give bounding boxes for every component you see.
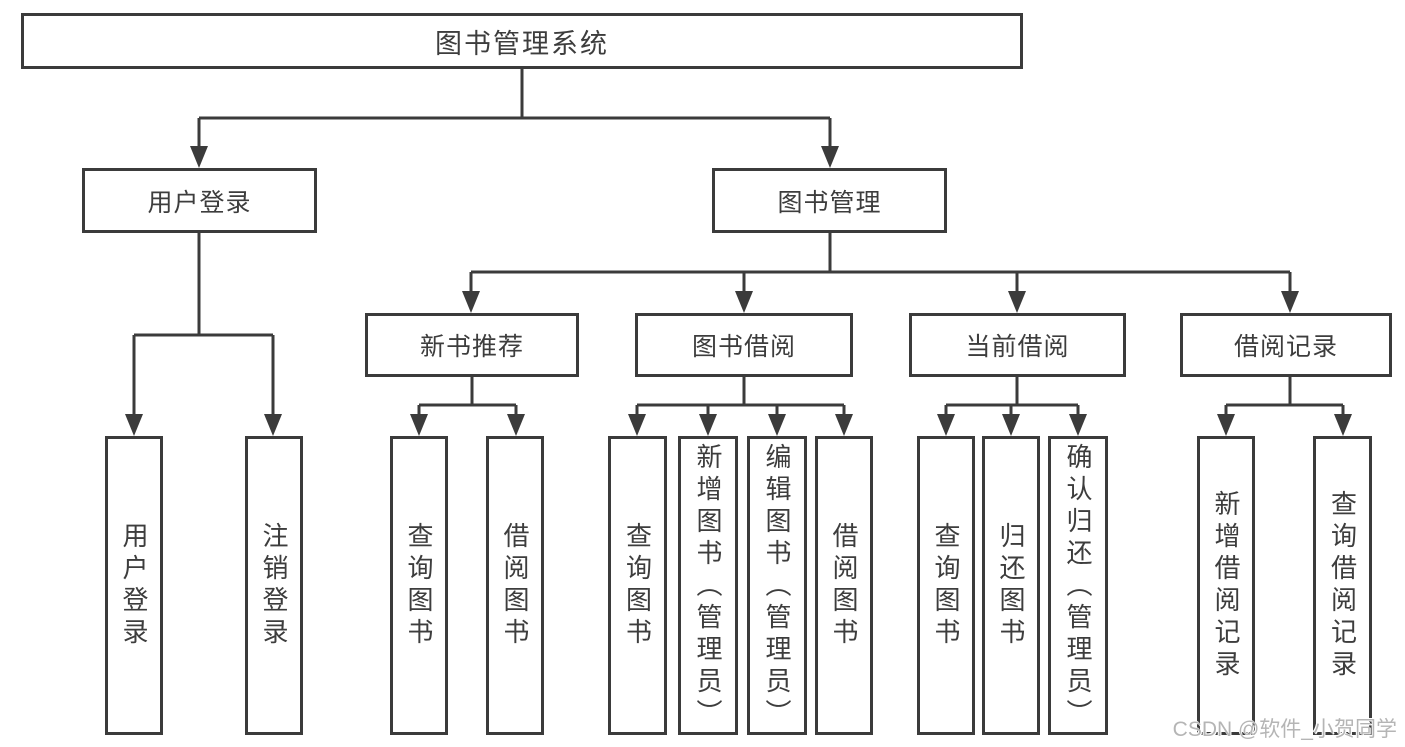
node-user-login: 用户登录	[82, 168, 317, 233]
node-new-book-recommendation: 新书推荐	[365, 313, 579, 377]
node-new-book-recommendation-label: 新书推荐	[419, 333, 524, 361]
leaf-query-borrow-record-label: 查询借阅记录	[1327, 489, 1358, 682]
leaf-query-books-1: 查询图书	[390, 436, 448, 735]
node-current-borrowing: 当前借阅	[909, 313, 1126, 377]
leaf-borrow-books-2-label: 借阅图书	[829, 521, 859, 650]
leaf-confirm-return-admin-label: 确认归还（管理员）	[1063, 443, 1093, 731]
leaf-add-borrow-record: 新增借阅记录	[1197, 436, 1255, 735]
leaf-add-books-admin-label: 新增图书（管理员）	[693, 443, 723, 731]
leaf-query-books-3-label: 查询图书	[931, 521, 961, 650]
leaf-logout: 注销登录	[245, 436, 303, 735]
node-book-borrowing-label: 图书借阅	[691, 333, 796, 361]
leaf-user-login-label: 用户登录	[119, 521, 149, 650]
leaf-query-books-1-label: 查询图书	[404, 521, 434, 650]
leaf-return-books: 归还图书	[982, 436, 1040, 735]
csdn-watermark: CSDN @软件_小贺同学	[1172, 718, 1397, 741]
leaf-confirm-return-admin: 确认归还（管理员）	[1048, 436, 1108, 735]
leaf-add-borrow-record-label: 新增借阅记录	[1211, 489, 1241, 682]
leaf-borrow-books-1-label: 借阅图书	[500, 521, 530, 650]
node-root-label: 图书管理系统	[435, 28, 609, 59]
leaf-query-books-3: 查询图书	[917, 436, 975, 735]
leaf-query-books-2: 查询图书	[608, 436, 667, 735]
leaf-user-login: 用户登录	[105, 436, 163, 735]
leaf-query-borrow-record: 查询借阅记录	[1313, 436, 1372, 735]
leaf-return-books-label: 归还图书	[996, 521, 1026, 650]
node-current-borrowing-label: 当前借阅	[965, 333, 1070, 361]
leaf-edit-books-admin-label: 编辑图书（管理员）	[762, 443, 792, 731]
node-book-management-label: 图书管理	[777, 188, 882, 217]
leaf-borrow-books-1: 借阅图书	[486, 436, 544, 735]
leaf-query-books-2-label: 查询图书	[622, 521, 653, 650]
leaf-logout-label: 注销登录	[259, 521, 289, 650]
node-borrowing-records: 借阅记录	[1180, 313, 1392, 377]
node-book-borrowing: 图书借阅	[635, 313, 853, 377]
node-user-login-label: 用户登录	[147, 188, 252, 217]
leaf-edit-books-admin: 编辑图书（管理员）	[747, 436, 807, 735]
node-book-management: 图书管理	[712, 168, 947, 233]
leaf-borrow-books-2: 借阅图书	[815, 436, 873, 735]
leaf-add-books-admin: 新增图书（管理员）	[678, 436, 738, 735]
node-root-system: 图书管理系统	[21, 13, 1023, 69]
node-borrowing-records-label: 借阅记录	[1233, 333, 1338, 361]
